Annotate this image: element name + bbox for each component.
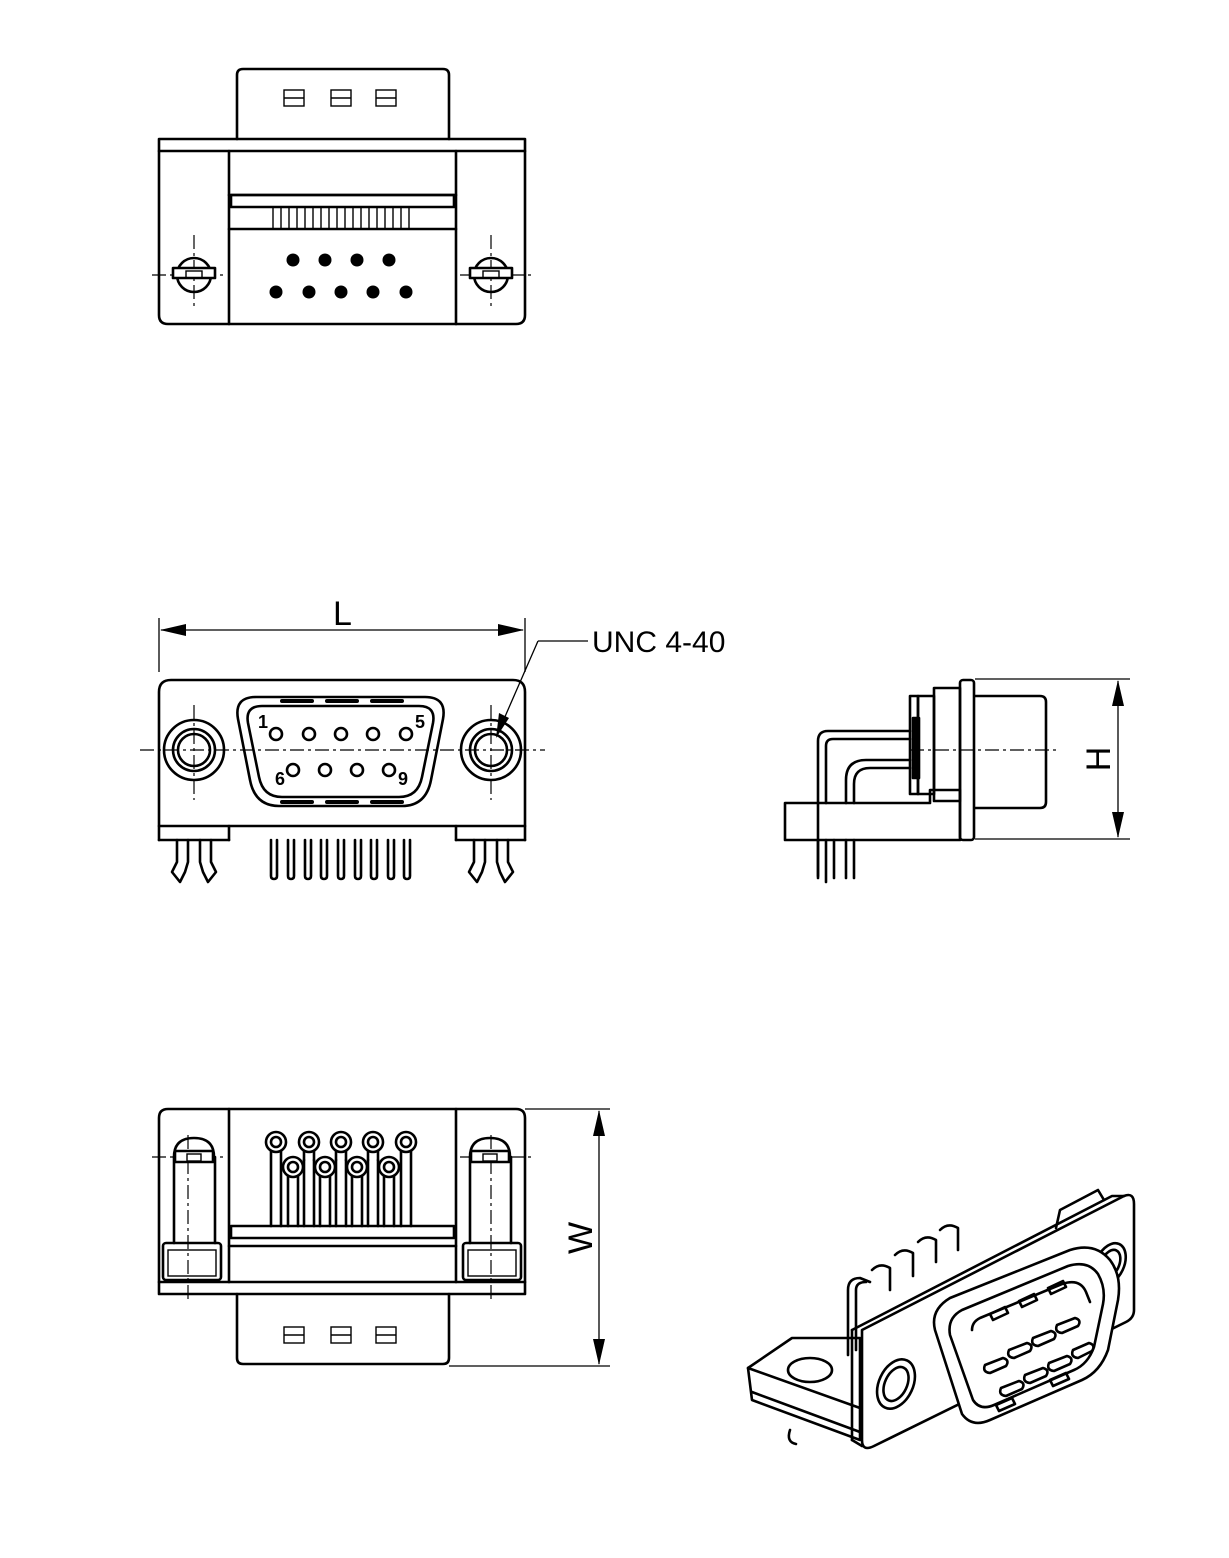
mounting-hole-right [459,718,523,782]
iso-shell-slots [988,1279,1071,1413]
pin-number-6: 6 [275,769,285,789]
standoff-right-bottom [460,1135,532,1300]
thread-callout-label: UNC 4-40 [592,626,725,659]
side-view: H [783,678,1130,884]
contact-pins-front [268,726,414,778]
pin-tails-top [272,207,410,229]
dimension-w-label: W [562,1222,600,1254]
board-lock-left [170,838,218,884]
dimension-h-label: H [1080,747,1118,772]
pin-number-9: 9 [398,769,408,789]
dimension-h: H [975,678,1130,840]
screw-left-top [152,235,224,310]
screw-right-top [460,235,532,310]
dimension-l: L [158,595,526,672]
front-view: L UNC 4-40 [140,595,725,884]
isometric-view [746,1188,1136,1450]
top-view [152,67,532,326]
pin-number-5: 5 [415,712,425,732]
iso-pins [846,1224,960,1357]
dimension-l-label: L [333,595,352,633]
dimension-w: W [449,1108,610,1367]
pin-number-1: 1 [258,712,268,732]
bottom-view: W [152,1107,610,1367]
pin-loops-bottom [264,1130,418,1228]
iso-contact-pins [982,1316,1095,1398]
bent-pins-side [816,729,912,884]
standoff-left-bottom [152,1135,224,1300]
shell-slots-top [283,89,397,107]
shell-slots-bottom [283,1326,397,1344]
board-lock-right [467,838,515,884]
mounting-hole-left [162,718,226,782]
pin-holes-top [269,253,413,299]
shell-dimples-front [280,699,404,804]
pcb-pins-front [269,838,412,881]
thread-callout: UNC 4-40 [496,626,725,738]
